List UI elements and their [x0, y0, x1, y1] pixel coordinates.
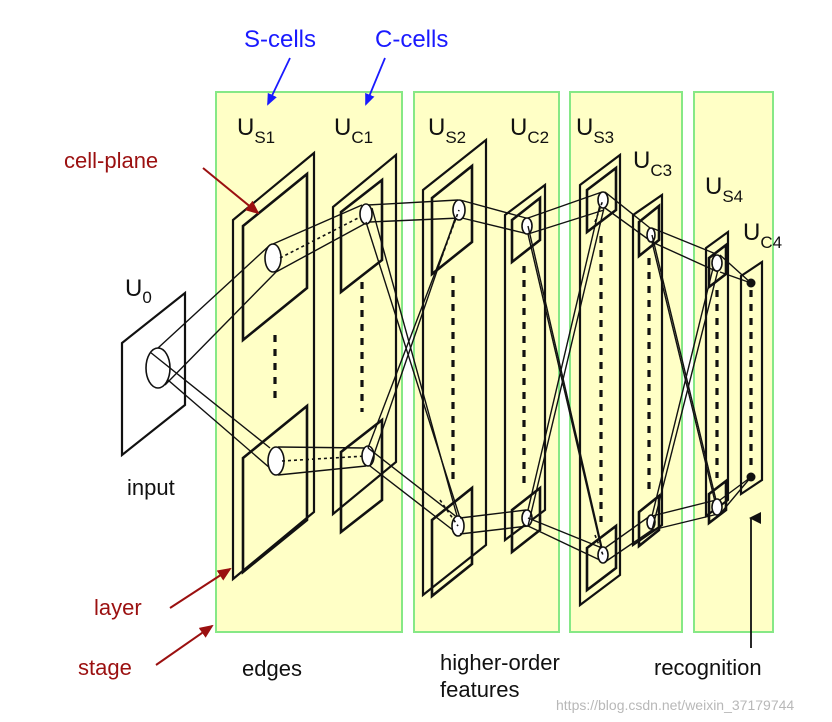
stage-4-box [693, 91, 774, 633]
layer-uc1-label: UC1 [334, 114, 373, 147]
input-plane [120, 290, 187, 458]
layer-us3-label: US3 [576, 114, 614, 147]
input-label: input [127, 475, 175, 500]
layer-us4-outline [704, 229, 730, 519]
layer-us3-outline [578, 152, 622, 608]
s-cells-arrow [267, 57, 291, 106]
uc2-cell-plane-top [510, 195, 542, 265]
layer-us2-outline [421, 137, 488, 598]
stage-label: stage [78, 655, 132, 680]
layer-us1-outline [231, 150, 316, 582]
us3-cell-plane-bottom [585, 523, 618, 593]
cell-plane-label: cell-plane [64, 148, 158, 173]
layer-us1-label: US1 [237, 114, 275, 147]
cell-plane-arrow [202, 167, 260, 215]
uc2-cell-plane-bottom [510, 485, 542, 555]
c-cells-arrow [365, 57, 386, 106]
layer-uc4-outline [739, 259, 764, 497]
layer-uc2-label: UC2 [510, 114, 549, 147]
input-receptive-field [145, 347, 171, 389]
recognition-label: recognition [654, 655, 762, 680]
layer-us4-label: US4 [705, 173, 743, 206]
layer-u0-label: U0 [125, 275, 152, 307]
uc1-cell-plane-top [339, 177, 384, 295]
layer-label: layer [94, 595, 142, 620]
uc1-cell-plane-bottom [339, 417, 384, 535]
uc3-cell-plane-bottom [637, 493, 661, 549]
us2-cell-plane-top [430, 163, 474, 277]
watermark-text: https://blog.csdn.net/weixin_37179744 [556, 697, 794, 713]
us1-cell-plane-top [241, 171, 309, 343]
layer-uc3-label: UC3 [633, 147, 672, 180]
layer-arrow [169, 567, 232, 609]
us4-cell-plane-bottom [707, 478, 728, 526]
layer-uc1-outline [331, 152, 398, 517]
c-cells-label: C-cells [375, 26, 448, 53]
features-label: features [440, 677, 520, 702]
layer-uc2-outline [503, 182, 547, 543]
connections [149, 191, 752, 564]
stage-arrow [155, 624, 214, 666]
layer-uc4-label: UC4 [743, 219, 782, 252]
s-cells-label: S-cells [244, 26, 316, 53]
layer-uc3-outline [631, 192, 664, 548]
layer-us2-label: US2 [428, 114, 466, 147]
us2-cell-plane-bottom [430, 485, 474, 599]
us3-cell-plane-top [585, 165, 618, 235]
higher-order-label: higher-order [440, 650, 560, 675]
stage-1-box [215, 91, 403, 633]
edges-label: edges [242, 656, 302, 681]
us1-cell-plane-bottom [241, 403, 309, 575]
uc3-cell-plane-top [637, 203, 661, 259]
